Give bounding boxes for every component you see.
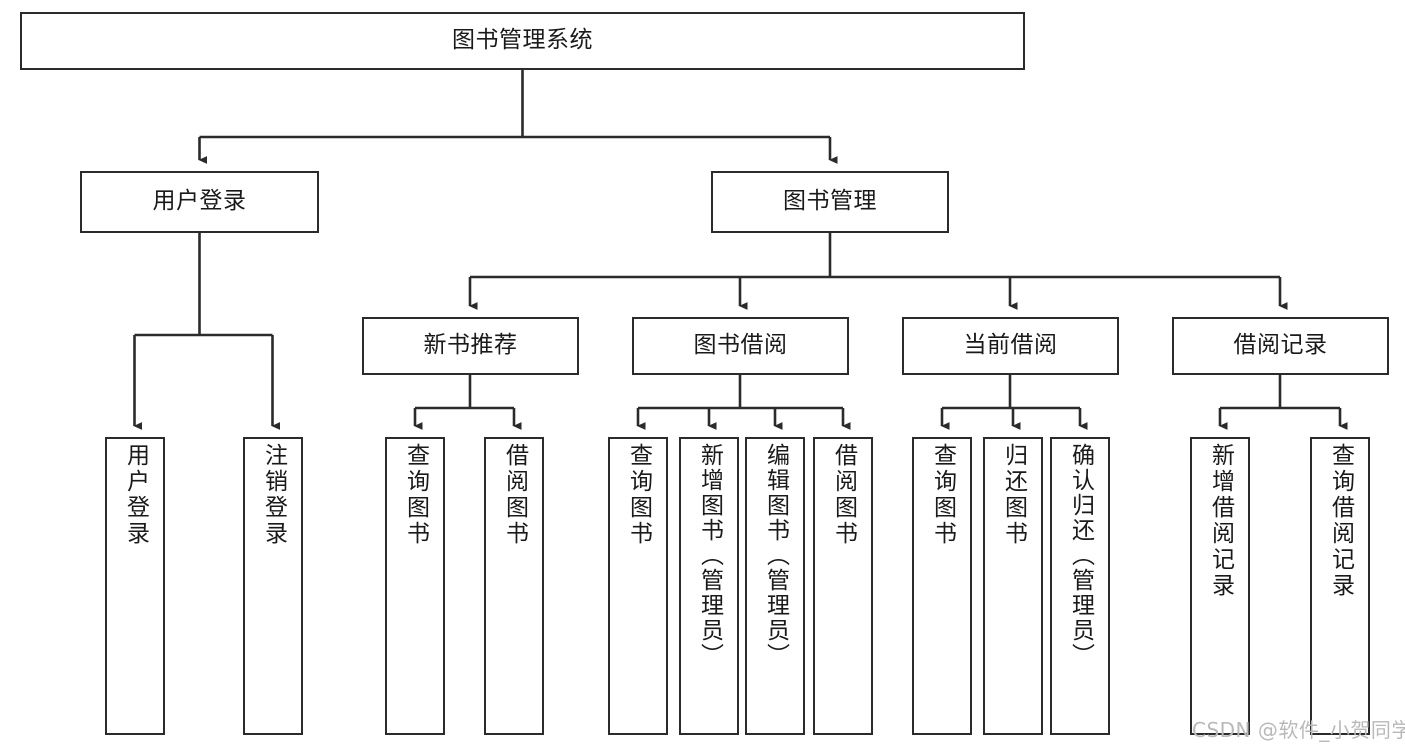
- leaf-borrow-query-book-label: 查询图书: [625, 443, 652, 547]
- leaf-user-login[interactable]: 用户登录: [105, 437, 165, 735]
- leaf-current-query-book[interactable]: 查询图书: [912, 437, 972, 735]
- leaf-newbook-query-book[interactable]: 查询图书: [385, 437, 445, 735]
- leaf-borrow-borrow-book[interactable]: 借阅图书: [813, 437, 873, 735]
- leaf-record-add[interactable]: 新增借阅记录: [1190, 437, 1250, 735]
- leaf-borrow-add-book-admin[interactable]: 新增图书（管理员）: [679, 437, 739, 735]
- leaf-record-add-label: 新增借阅记录: [1207, 443, 1234, 599]
- node-new-book-recommend[interactable]: 新书推荐: [362, 317, 579, 375]
- leaf-record-query-label: 查询借阅记录: [1327, 443, 1354, 599]
- leaf-borrow-add-book-admin-label: 新增图书（管理员）: [696, 443, 723, 668]
- leaf-current-confirm-return-admin[interactable]: 确认归还（管理员）: [1050, 437, 1110, 735]
- leaf-current-return-book-label: 归还图书: [1000, 443, 1027, 547]
- node-user-login-label: 用户登录: [152, 188, 247, 215]
- leaf-current-return-book[interactable]: 归还图书: [983, 437, 1043, 735]
- leaf-borrow-edit-book-admin-label: 编辑图书（管理员）: [762, 443, 789, 668]
- node-borrow-record[interactable]: 借阅记录: [1172, 317, 1389, 375]
- node-current-borrow-label: 当前借阅: [963, 332, 1058, 359]
- node-root-label: 图书管理系统: [452, 27, 593, 54]
- node-current-borrow[interactable]: 当前借阅: [902, 317, 1119, 375]
- node-borrow-record-label: 借阅记录: [1233, 332, 1328, 359]
- leaf-newbook-query-book-label: 查询图书: [402, 443, 429, 547]
- node-book-borrow-label: 图书借阅: [693, 332, 788, 359]
- leaf-borrow-query-book[interactable]: 查询图书: [608, 437, 668, 735]
- node-root[interactable]: 图书管理系统: [20, 12, 1025, 70]
- leaf-newbook-borrow-book[interactable]: 借阅图书: [484, 437, 544, 735]
- leaf-borrow-borrow-book-label: 借阅图书: [830, 443, 857, 547]
- node-new-book-recommend-label: 新书推荐: [423, 332, 518, 359]
- node-book-borrow[interactable]: 图书借阅: [632, 317, 849, 375]
- leaf-current-confirm-return-admin-label: 确认归还（管理员）: [1067, 443, 1094, 668]
- leaf-user-logout[interactable]: 注销登录: [243, 437, 303, 735]
- leaf-user-login-label: 用户登录: [122, 443, 149, 547]
- leaf-current-query-book-label: 查询图书: [929, 443, 956, 547]
- leaf-record-query[interactable]: 查询借阅记录: [1310, 437, 1370, 735]
- csdn-watermark: CSDN @软件_小贺同学: [1192, 718, 1405, 742]
- node-book-management-label: 图书管理: [783, 188, 877, 215]
- leaf-user-logout-label: 注销登录: [260, 443, 287, 547]
- leaf-borrow-edit-book-admin[interactable]: 编辑图书（管理员）: [745, 437, 805, 735]
- leaf-newbook-borrow-book-label: 借阅图书: [501, 443, 528, 547]
- node-user-login[interactable]: 用户登录: [80, 171, 319, 233]
- node-book-management[interactable]: 图书管理: [711, 171, 949, 233]
